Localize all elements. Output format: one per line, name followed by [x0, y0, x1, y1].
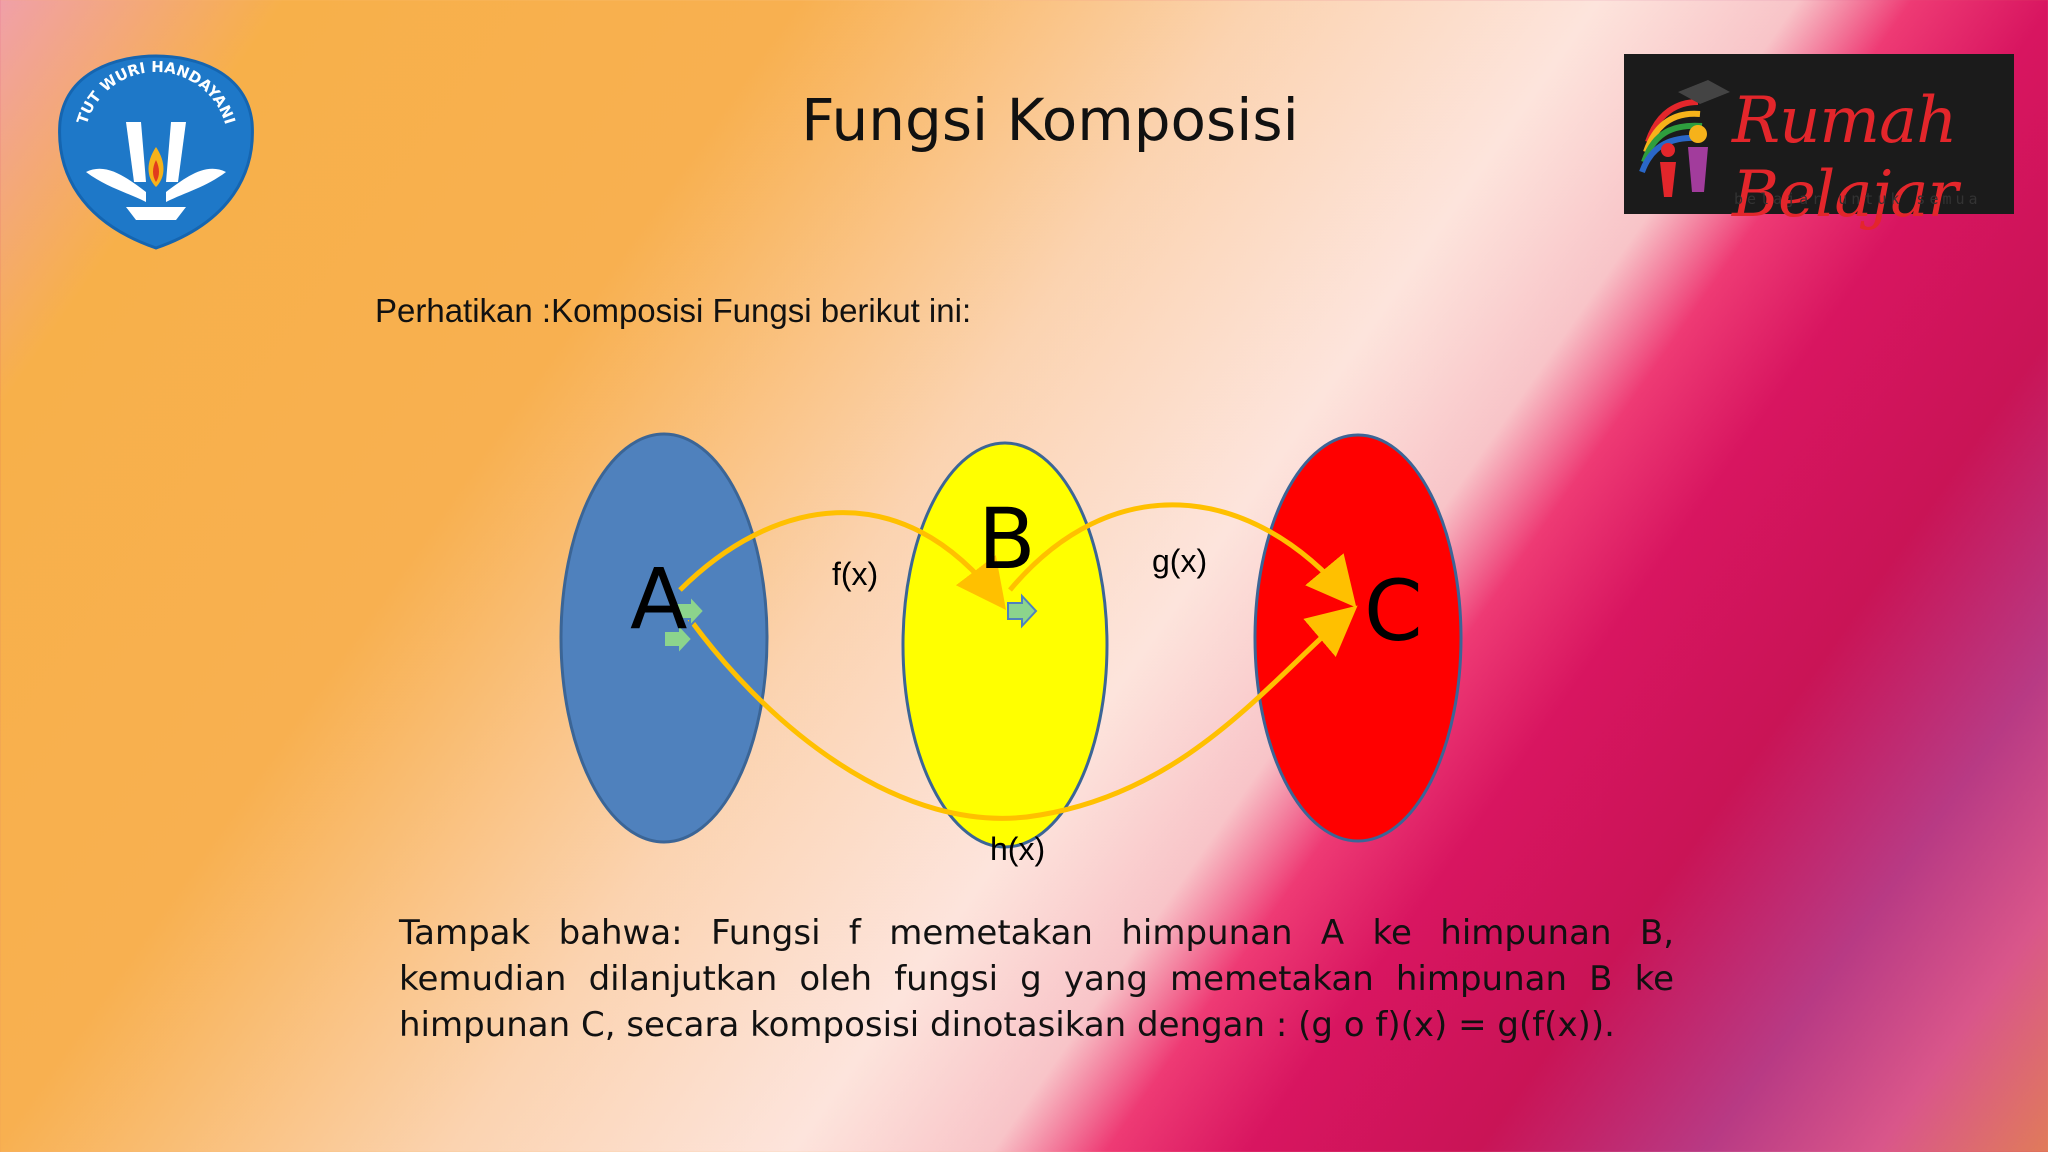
rumah-belajar-tagline: belajar untuk semua — [1734, 190, 1982, 208]
small-arrow-icon-a2 — [663, 621, 694, 657]
rumah-belajar-emblem-icon — [1639, 80, 1730, 197]
arrow-f — [678, 510, 1007, 610]
function-f-label: f(x) — [832, 556, 878, 592]
set-b-label: B — [978, 490, 1036, 588]
rumah-belajar-logo: Rumah Belajar belajar untuk semua — [1624, 54, 2014, 232]
intro-text: Perhatikan :Komposisi Fungsi berikut ini… — [375, 292, 972, 329]
set-c-ellipse — [1253, 433, 1463, 843]
small-arrow-icon-a1 — [675, 593, 706, 629]
small-arrow-icon-b — [1007, 593, 1038, 629]
arrow-g — [1008, 502, 1357, 608]
arrow-h — [679, 605, 1358, 821]
description-text: Tampak bahwa: Fungsi f memetakan himpuna… — [399, 913, 1674, 1045]
set-a-label: A — [630, 550, 687, 648]
function-g-label: g(x) — [1152, 543, 1207, 579]
slide-title: Fungsi Komposisi — [801, 86, 1299, 154]
function-h-label: h(x) — [990, 831, 1045, 867]
tut-wuri-handayani-logo: TUT WURI HANDAYANI — [58, 54, 254, 250]
set-c-label: C — [1364, 562, 1423, 660]
rumah-belajar-brand: Rumah Belajar — [1732, 84, 1958, 232]
